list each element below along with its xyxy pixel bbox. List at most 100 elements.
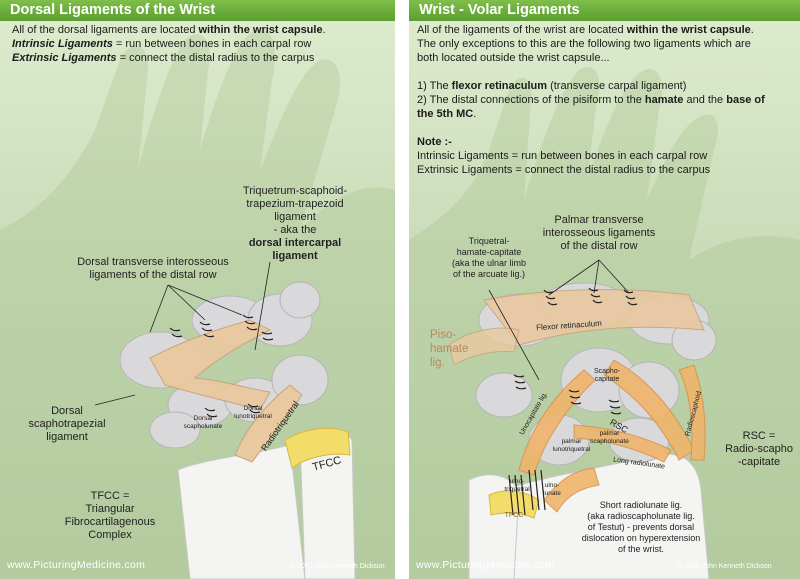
label-line: scapholunate	[590, 437, 629, 445]
palmar-lunotriquetral-label: palmar lunotriquetral	[549, 438, 594, 453]
extrinsic-term: Extrinsic Ligaments	[12, 52, 117, 64]
dorsal-scaphotrapezial-label: Dorsal scaphotrapezial ligament	[22, 405, 112, 444]
intro-period: .	[750, 24, 754, 36]
label-line: TFCC =	[90, 490, 130, 502]
item2-bold-hamate: hamate	[644, 94, 684, 106]
unocapitate-ligament	[518, 369, 596, 476]
item2-prefix: 2) The distal connections of the pisifor…	[417, 94, 645, 106]
label-line: Radio-scapho	[725, 443, 793, 455]
ulno-lunate-label: ulno- lunate	[537, 482, 567, 497]
label-line: Dorsal transverse interosseous	[77, 256, 229, 268]
intro-text: All of the ligaments of the wrist are lo…	[417, 23, 797, 177]
label-line: hamate-capitate	[456, 247, 522, 257]
item1-suffix: (transverse carpal ligament)	[547, 80, 687, 92]
label-line: triquetral	[504, 485, 530, 493]
item1-prefix: 1) The	[417, 80, 452, 92]
dorsal-scapholunate-label: Dorsal scapholunate	[178, 415, 228, 430]
label-line: palmar	[561, 438, 582, 445]
item2-mid: and the	[683, 94, 727, 106]
intro-line2: The only exceptions to this are the foll…	[417, 38, 751, 50]
label-line: ulno-	[509, 478, 525, 485]
tfcc-shape	[488, 490, 540, 519]
label-line: scapholunate	[183, 422, 223, 430]
flexor-retinaculum	[483, 289, 705, 346]
label-line: (aka radioscapholunate lig.	[587, 511, 695, 521]
label-line: lunotriquetral	[552, 445, 591, 453]
extrinsic-definition: = connect the distal radius to the carpu…	[116, 52, 315, 64]
panel-title-bar: Wrist - Volar Ligaments	[409, 0, 800, 21]
label-line: Palmar transverse	[554, 214, 644, 226]
label-line: ligament	[274, 211, 316, 223]
volar-panel: Wrist - Volar Ligaments All of the ligam…	[409, 0, 800, 579]
long-radiolunate-ligament	[573, 424, 672, 463]
footer-copyright: © 2010 John Kenneth Dickson	[677, 563, 772, 570]
label-line: trapezium-trapezoid	[246, 198, 344, 210]
panel-title-bar: Dorsal Ligaments of the Wrist	[0, 0, 395, 21]
label-line: of Testut) - prevents dorsal	[587, 522, 695, 532]
footer-site: www.PicturingMedicine.com	[7, 559, 146, 571]
rsc-definition: RSC = Radio-scapho -capitate	[709, 430, 800, 469]
intro-line3: both located outside the wrist capsule..…	[417, 52, 610, 64]
short-radiolunate-ligament	[543, 467, 600, 513]
intrinsic-term: Intrinsic Ligaments	[12, 38, 113, 50]
dorsal-lunotriquetral-label: Dorsal lunotriquetral	[228, 405, 278, 420]
label-line: Dorsal	[193, 415, 213, 422]
footer-copyright: © 2010 John Kenneth Dickson	[290, 563, 385, 570]
volar-wrist-illustration	[409, 66, 800, 579]
label-line: capitate	[594, 376, 620, 383]
label-line: of the arcuate lig.)	[452, 269, 526, 279]
triquetral-hamate-capitate-label: Triquetral- hamate-capitate (aka the uln…	[429, 236, 549, 280]
intro-text: All of the dorsal ligaments are located …	[12, 23, 392, 65]
triquetrum-scaphoid-label: Triquetrum-scaphoid- trapezium-trapezoid…	[220, 185, 370, 263]
palmar-transverse-label: Palmar transverse interosseous ligaments…	[529, 214, 669, 253]
label-line: of the distal row	[560, 240, 638, 252]
intrinsic-definition: = run between bones in each carpal row	[112, 38, 312, 50]
label-line: RSC =	[742, 430, 776, 442]
radiotriquetral-ligament	[234, 384, 303, 463]
label-line: hamate	[430, 343, 469, 355]
panel-title: Wrist - Volar Ligaments	[419, 2, 580, 18]
rsc-ligament	[603, 359, 695, 461]
dorsal-intercarpal-ligament	[149, 319, 272, 411]
label-line: lig.	[430, 357, 445, 369]
item1-bold: flexor retinaculum	[451, 80, 548, 92]
label-line: Scapho-	[593, 368, 621, 375]
dorsal-panel: Dorsal Ligaments of the Wrist All of the…	[0, 0, 395, 579]
short-radiolunate-label: Short radiolunate lig. (aka radioscaphol…	[566, 500, 716, 555]
pisohamate-label: Piso- hamate lig.	[430, 328, 468, 370]
ulno-triquetral-label: ulno- triquetral	[502, 478, 532, 493]
dorsal-transverse-label: Dorsal transverse interosseous ligaments…	[58, 256, 248, 282]
palmar-scapholunate-label: palmar scapholunate	[587, 430, 632, 445]
label-line: Triangular	[85, 503, 135, 515]
intrinsic-definition: Intrinsic Ligaments = run between bones …	[417, 150, 708, 162]
label-line: Triquetrum-scaphoid-	[242, 185, 348, 197]
item2-bold-mc: the 5th MC	[417, 108, 474, 120]
radius-bone	[177, 444, 306, 579]
label-line-bold: ligament	[272, 250, 318, 262]
label-line: Complex	[88, 529, 132, 541]
item2-suffix: .	[473, 108, 477, 120]
label-line: interosseous ligaments	[542, 227, 656, 239]
label-line: scaphotrapezial	[28, 418, 106, 430]
intro-line1: All of the dorsal ligaments are located	[12, 24, 199, 36]
dorsal-wrist-illustration	[0, 29, 395, 579]
tfcc-label: TFCC	[504, 512, 524, 519]
label-line: of the wrist.	[617, 544, 664, 554]
label-line: dislocation on hyperextension	[581, 533, 701, 543]
label-line-bold: dorsal intercarpal	[248, 237, 342, 249]
pisohamate-ligament	[448, 327, 520, 366]
label-line: lunate	[543, 489, 561, 497]
intro-period: .	[322, 24, 326, 36]
intro-line1: All of the ligaments of the wrist are lo…	[417, 24, 627, 36]
tfcc-definition: TFCC = Triangular Fibrocartilagenous Com…	[55, 490, 165, 542]
label-line: ligaments of the distal row	[89, 269, 217, 281]
scapho-capitate-label: Scapho- capitate	[587, 368, 627, 384]
label-line: Dorsal	[243, 405, 263, 412]
label-line: Triquetral-	[468, 236, 510, 246]
label-line: Short radiolunate lig.	[599, 500, 683, 510]
label-line: palmar	[599, 430, 620, 437]
label-line: (aka the ulnar limb	[451, 258, 527, 268]
extrinsic-definition: Extrinsic Ligaments = connect the distal…	[417, 164, 711, 176]
intro-emphasis: within the wrist capsule	[626, 24, 751, 36]
label-line: lunotriquetral	[234, 412, 272, 420]
